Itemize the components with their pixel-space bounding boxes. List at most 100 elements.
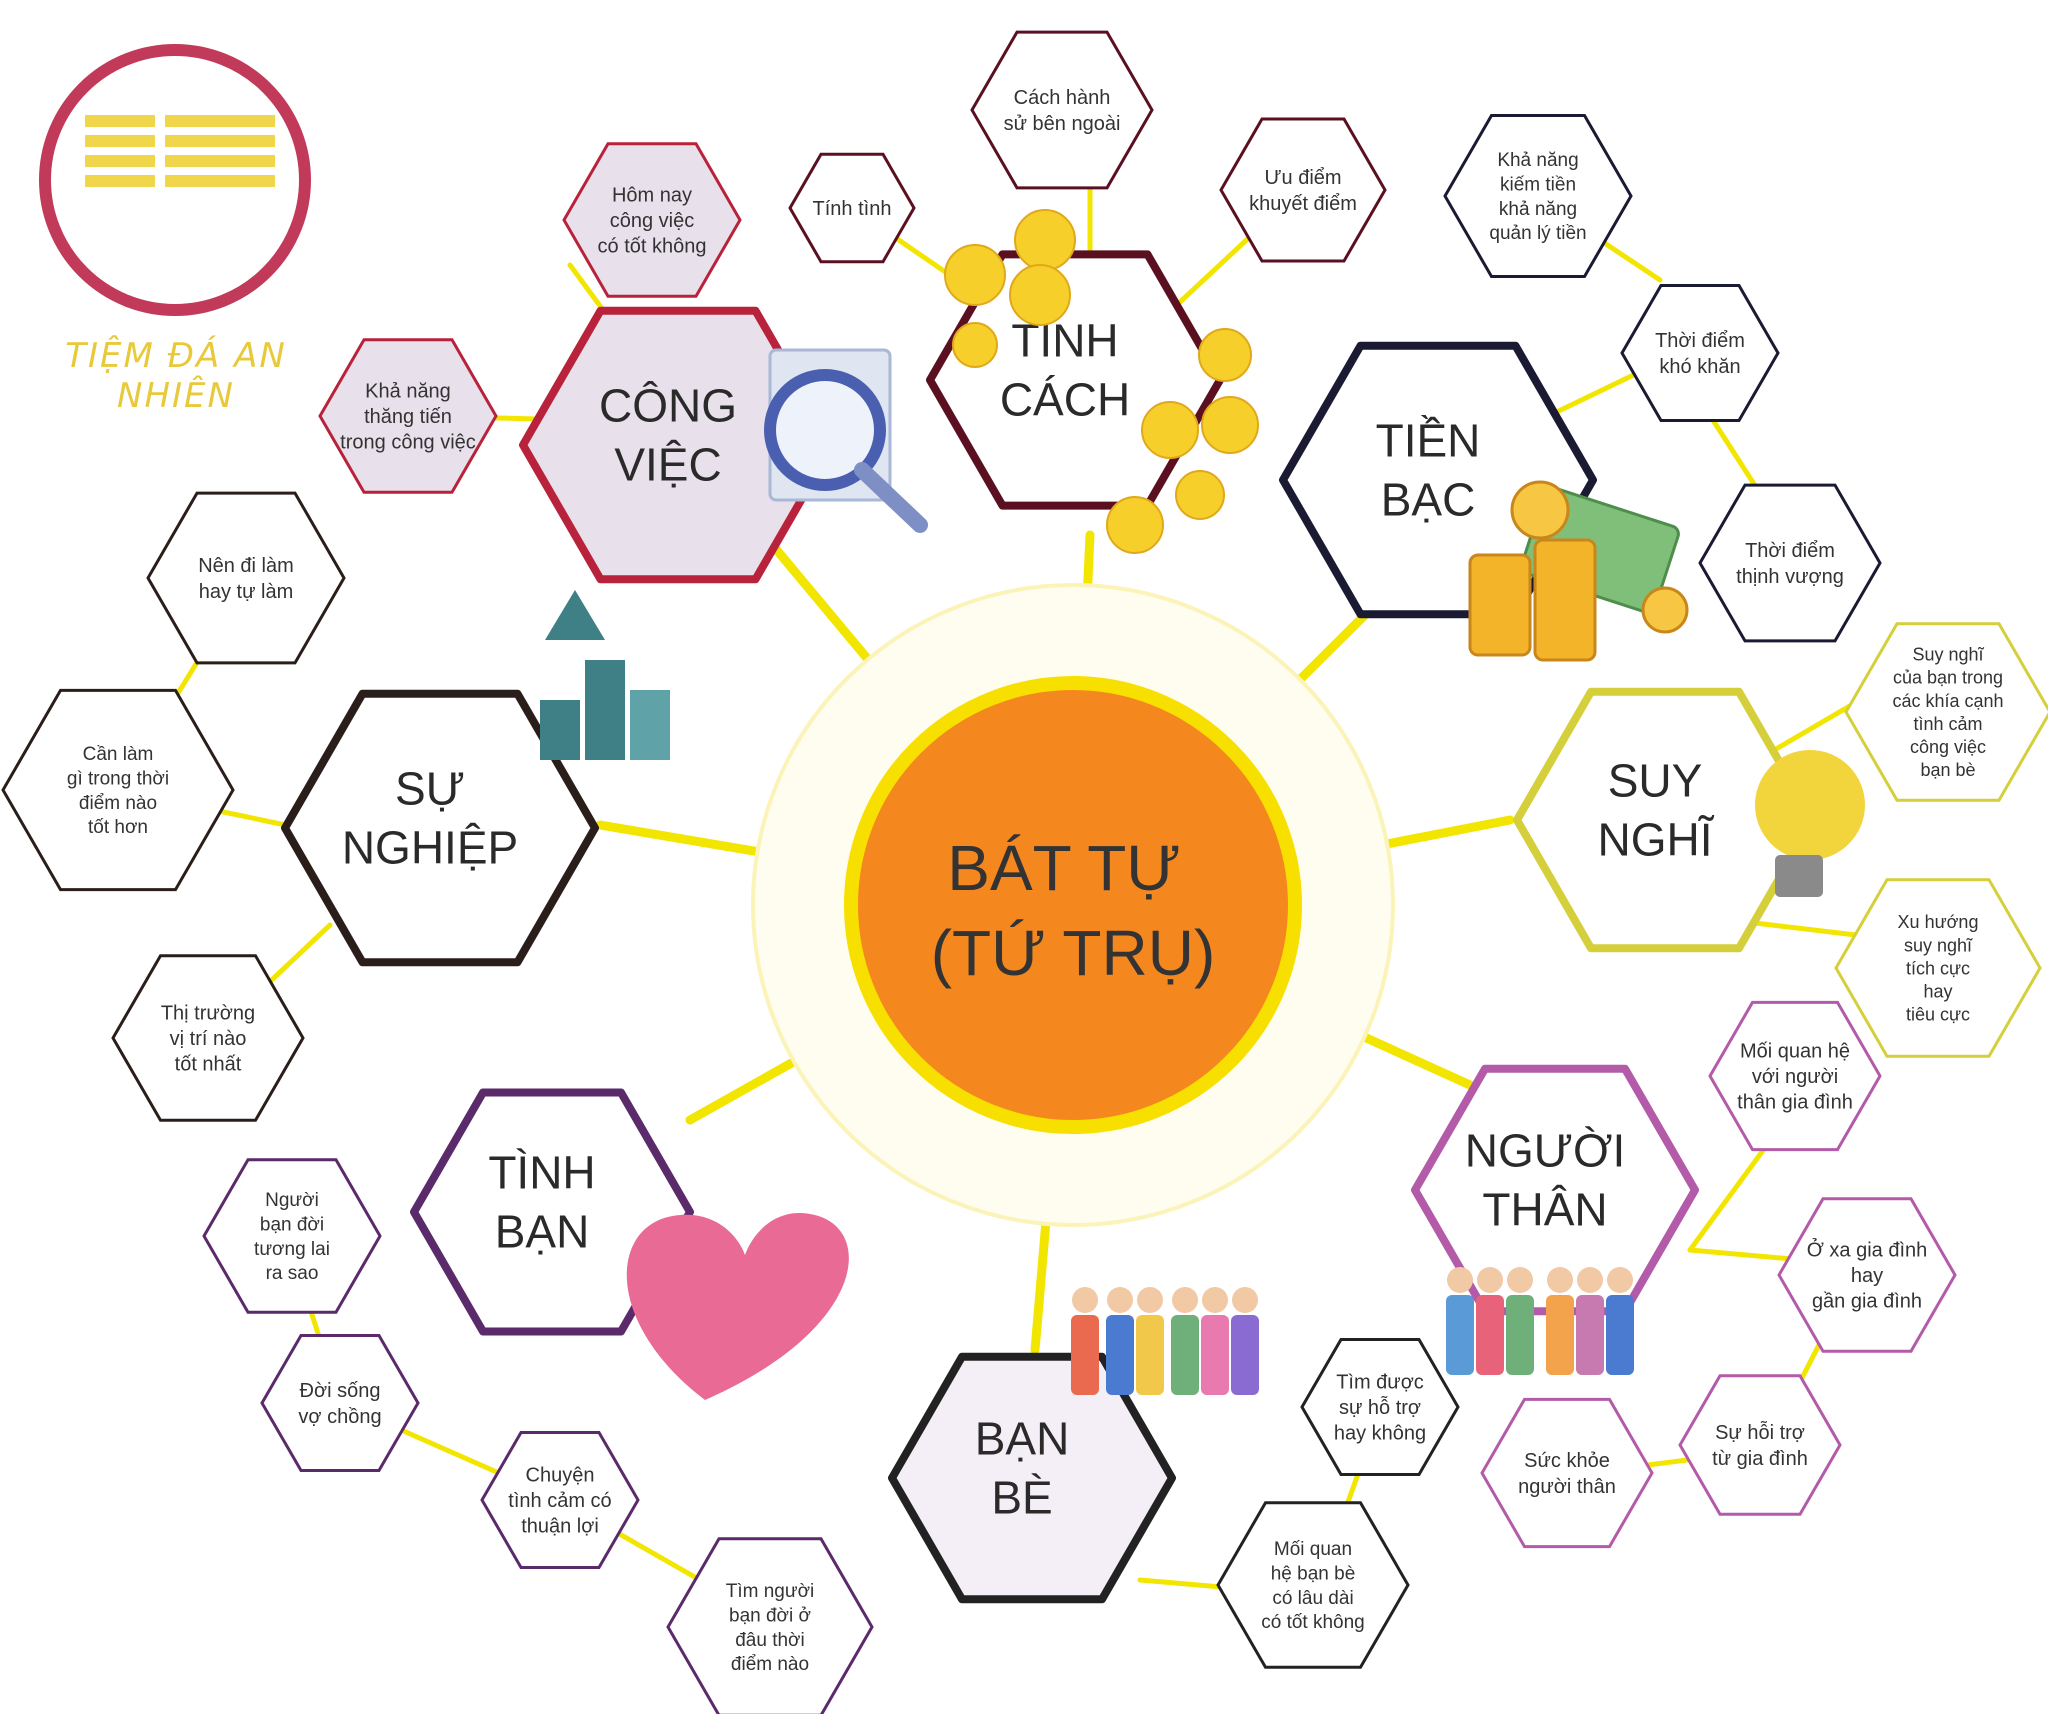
topic-hexagon bbox=[519, 306, 837, 584]
arrow-up bbox=[545, 590, 605, 640]
person-head bbox=[1202, 1287, 1228, 1313]
subtopic-label-line: quản lý tiền bbox=[1489, 223, 1586, 244]
person-head bbox=[1477, 1267, 1503, 1293]
subtopic-label-line: các khía cạnh bbox=[1892, 691, 2003, 711]
coin bbox=[1510, 480, 1570, 540]
topic-label-line: NGHĨ bbox=[1598, 814, 1715, 866]
subtopic-hexagon bbox=[1480, 1397, 1654, 1549]
subtopic-hexagon bbox=[1844, 622, 2048, 802]
subtopic-label-line: tình cảm có bbox=[508, 1490, 611, 1512]
subtopic-label-line: bạn đời bbox=[260, 1215, 324, 1236]
topic-label-line: CÔNG bbox=[599, 380, 737, 432]
subtopic-label-line: ra sao bbox=[266, 1263, 319, 1284]
subtopic-label-line: Cách hành bbox=[1014, 87, 1111, 109]
center-title-line-2: (TỨ TRỤ) bbox=[931, 917, 1216, 989]
person-head bbox=[1137, 1287, 1163, 1313]
subtopic-label-line: Khả năng bbox=[365, 380, 451, 402]
subtopic-label-line: gì trong thời bbox=[67, 769, 169, 790]
coin bbox=[1641, 586, 1689, 634]
subtopic-label-line: vị trí nào bbox=[170, 1028, 247, 1050]
topic-label-line: NGHIỆP bbox=[342, 822, 518, 874]
subtopic-hexagon bbox=[202, 1158, 382, 1314]
person-body bbox=[1136, 1315, 1164, 1395]
person-body bbox=[1106, 1315, 1134, 1395]
emoji-face bbox=[1175, 470, 1225, 520]
emoji-face bbox=[952, 322, 998, 368]
emoji-face bbox=[1009, 264, 1071, 326]
subtopic-label-line: hay bbox=[1851, 1265, 1883, 1287]
emoji-face bbox=[1106, 496, 1164, 554]
person-head bbox=[1507, 1267, 1533, 1293]
bar-1 bbox=[540, 700, 580, 760]
topic-label-line: TÌNH bbox=[488, 1147, 595, 1199]
money-illustration bbox=[1468, 480, 1689, 662]
subtopic-label-line: sử bên ngoài bbox=[1004, 113, 1121, 135]
subtopic-label: Tính tình bbox=[813, 198, 892, 220]
center-circle bbox=[844, 676, 1302, 1134]
subtopic-hexagon bbox=[970, 30, 1154, 190]
subtopic-label: Người bạn đời tương lai ra sao bbox=[254, 1190, 330, 1284]
subtopic-label-line: Mối quan bbox=[1274, 1539, 1352, 1560]
subtopic-hexagon bbox=[260, 1334, 420, 1472]
topic-cong-viec: CÔNG VIỆC bbox=[519, 306, 837, 584]
person-head bbox=[1172, 1287, 1198, 1313]
subtopic-label-line: tương lai bbox=[254, 1239, 330, 1260]
subtopic-hexagon bbox=[1216, 1501, 1410, 1669]
subtopic-label-line: suy nghĩ bbox=[1904, 935, 1973, 955]
subtopic-label-line: Sức khỏe bbox=[1524, 1450, 1610, 1472]
subtopic-hexagon bbox=[318, 338, 498, 494]
subtopic-label-line: vợ chồng bbox=[298, 1406, 381, 1428]
subtopic-label-line: Sự hỗi trợ bbox=[1715, 1421, 1805, 1444]
person-head bbox=[1107, 1287, 1133, 1313]
subtopic-label: Cách hành sử bên ngoài bbox=[1004, 87, 1121, 135]
topic-label-line: VIỆC bbox=[614, 439, 721, 491]
brand-logo bbox=[39, 44, 311, 316]
subtopic-label-line: Người bbox=[265, 1190, 319, 1211]
subtopic-label-line: sự hỗ trợ bbox=[1339, 1396, 1421, 1419]
subtopic-label-line: bạn đời ở bbox=[729, 1606, 811, 1627]
person-body bbox=[1171, 1315, 1199, 1395]
person-body bbox=[1231, 1315, 1259, 1395]
topic-hexagon bbox=[410, 1088, 694, 1336]
center-node: BÁT TỰ (TỨ TRỤ) bbox=[751, 583, 1395, 1227]
subtopic-label-line: Nên đi làm bbox=[198, 555, 294, 577]
subtopic-label-line: hay bbox=[1923, 981, 1952, 1001]
person-body bbox=[1446, 1295, 1474, 1375]
subtopic-label-line: Tính tình bbox=[813, 198, 892, 220]
subtopic-label-line: thân gia đình bbox=[1737, 1092, 1853, 1114]
subtopic-label-line: thịnh vượng bbox=[1736, 566, 1844, 588]
subtopic-hexagon bbox=[1300, 1338, 1460, 1476]
subtopic-hexagon bbox=[1708, 1000, 1882, 1152]
person-head bbox=[1607, 1267, 1633, 1293]
subtopic-label-line: điểm nào bbox=[79, 793, 157, 814]
subtopic-label-line: khó khăn bbox=[1659, 356, 1740, 378]
subtopic-label-line: hệ bạn bè bbox=[1271, 1564, 1356, 1585]
subtopic-label-line: Ưu điểm bbox=[1264, 167, 1341, 189]
subtopic-hexagon bbox=[480, 1431, 640, 1569]
emoji-face bbox=[1201, 396, 1259, 454]
